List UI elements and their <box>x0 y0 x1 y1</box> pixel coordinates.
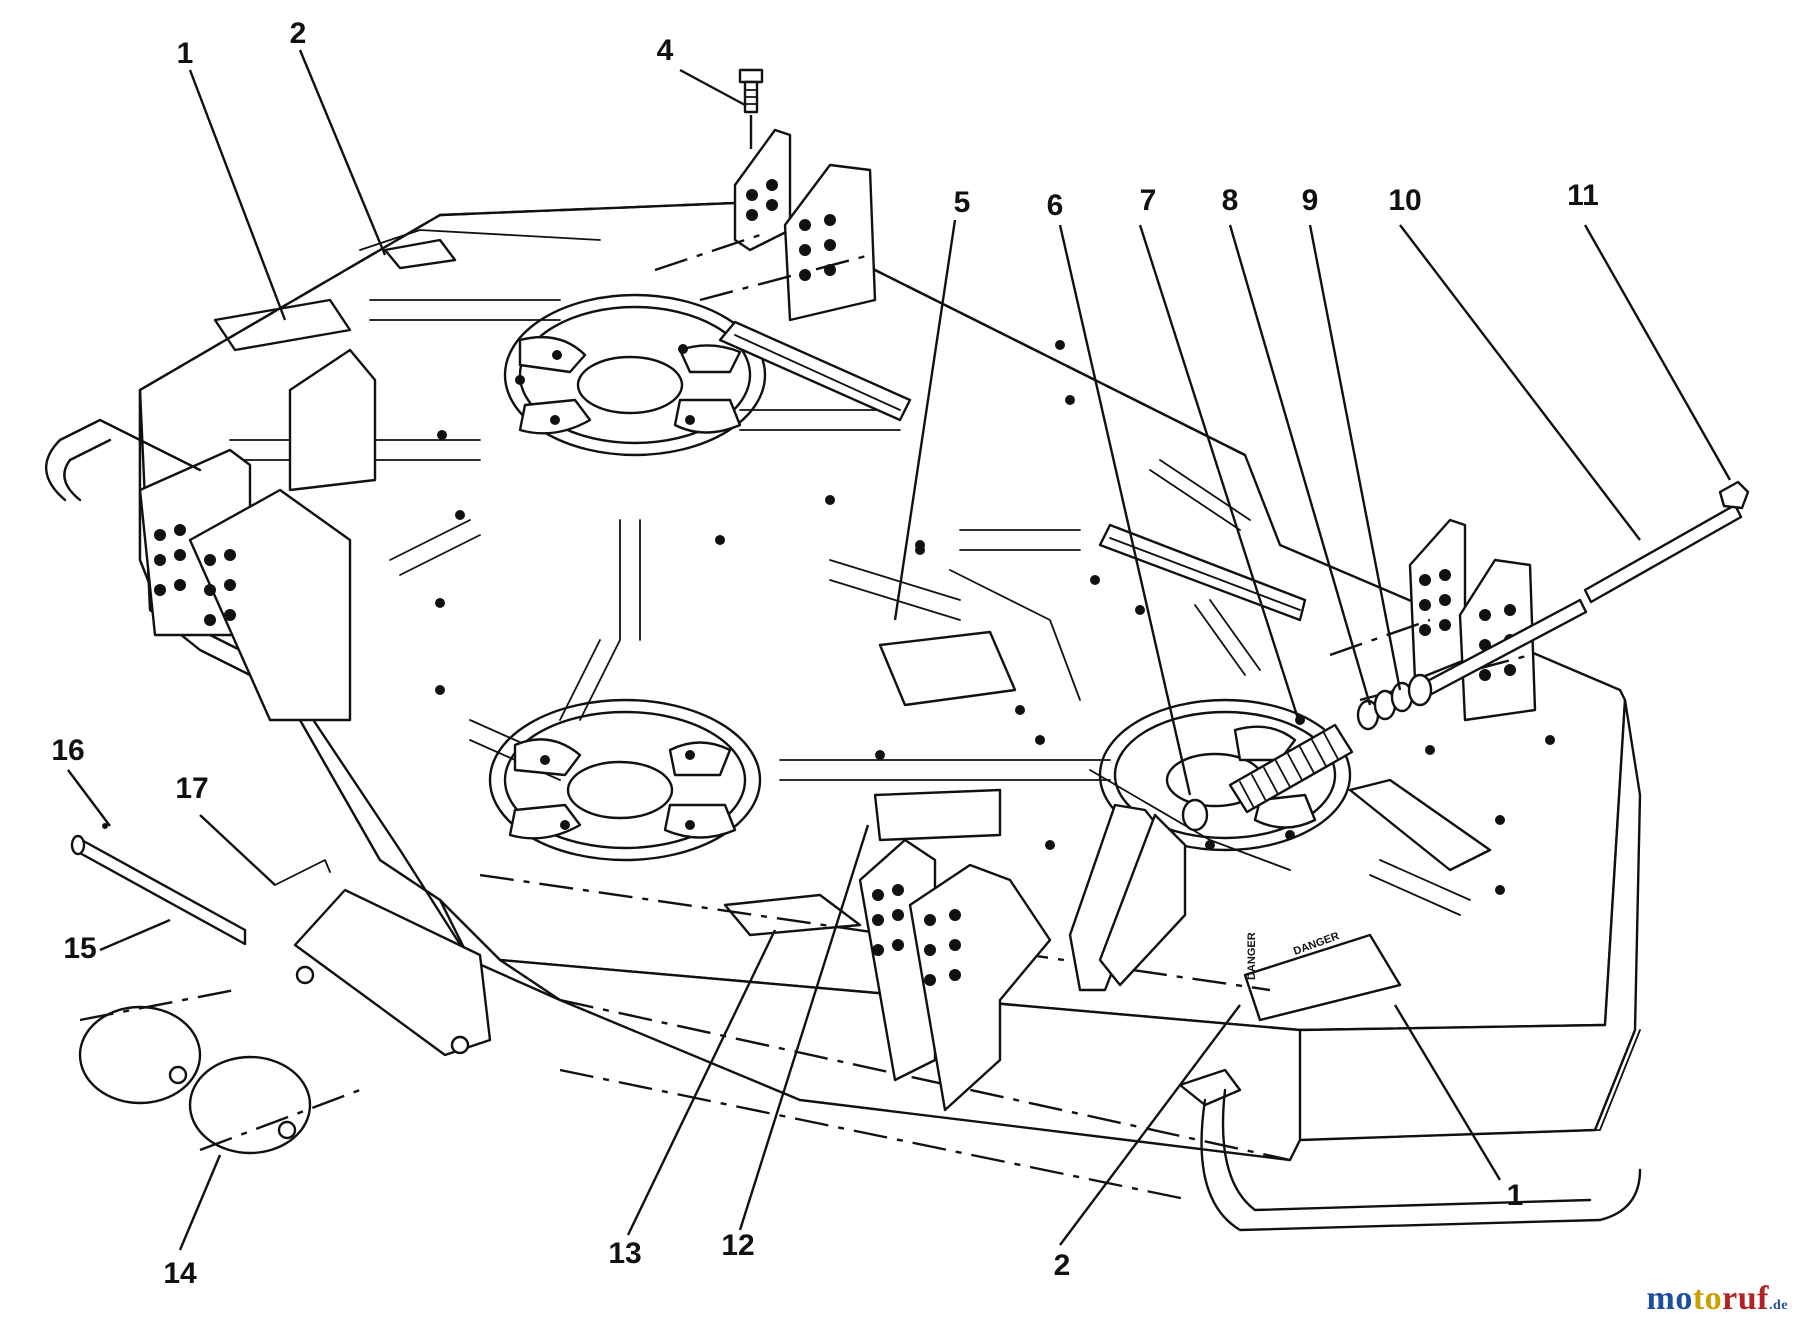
callout-2-bottom: 2 <box>1054 1249 1071 1282</box>
compression-spring <box>1181 723 1354 832</box>
watermark-part-3: ruf <box>1722 1280 1769 1317</box>
callout-14: 14 <box>163 1257 197 1290</box>
deck-housing: DANGER DANGER <box>138 201 1642 1232</box>
callout-15: 15 <box>63 932 96 965</box>
front-left-bracket <box>858 838 1052 1112</box>
baffle-rails <box>718 320 1307 622</box>
callout-7: 7 <box>1140 184 1157 217</box>
callout-10: 10 <box>1388 184 1421 217</box>
front-center-bracket <box>1068 803 1187 992</box>
height-adjust-rod <box>1418 480 1750 699</box>
callout-16: 16 <box>51 734 84 767</box>
danger-decal-text-2: DANGER <box>1246 932 1258 980</box>
bolt <box>738 68 764 150</box>
callout-17: 17 <box>175 772 208 805</box>
watermark-part-1: mo <box>1646 1280 1693 1317</box>
callout-5: 5 <box>954 186 971 219</box>
roller-skid <box>1178 1068 1642 1232</box>
callout-1-right: 1 <box>1507 1179 1524 1212</box>
deck-mounting-holes <box>435 260 1555 895</box>
callout-8: 8 <box>1222 184 1239 217</box>
callout-numbers: 1 2 4 5 6 7 8 9 10 11 16 17 15 14 13 12 … <box>51 17 1599 1290</box>
callout-2-left: 2 <box>290 17 307 50</box>
rear-height-bracket <box>654 128 877 322</box>
callout-leaders <box>67 49 1732 1251</box>
callout-12: 12 <box>721 1229 754 1262</box>
center-spindle-mount <box>488 698 762 862</box>
lift-link-assembly <box>70 823 492 1057</box>
watermark-part-2: to <box>1692 1280 1723 1317</box>
callout-9: 9 <box>1302 184 1319 217</box>
callout-11: 11 <box>1567 179 1599 212</box>
anti-scalp-wheels <box>78 988 361 1155</box>
callout-6: 6 <box>1047 189 1064 222</box>
right-height-bracket <box>1329 518 1537 722</box>
watermark-suffix: .de <box>1769 1298 1788 1313</box>
spring-washers <box>1356 673 1433 731</box>
deck-decals <box>213 238 1492 1022</box>
callout-13: 13 <box>608 1237 641 1270</box>
callout-4: 4 <box>657 34 674 67</box>
left-height-bracket <box>44 348 377 722</box>
callout-1-left: 1 <box>177 37 194 70</box>
site-watermark: motoruf.de <box>1647 1280 1788 1318</box>
